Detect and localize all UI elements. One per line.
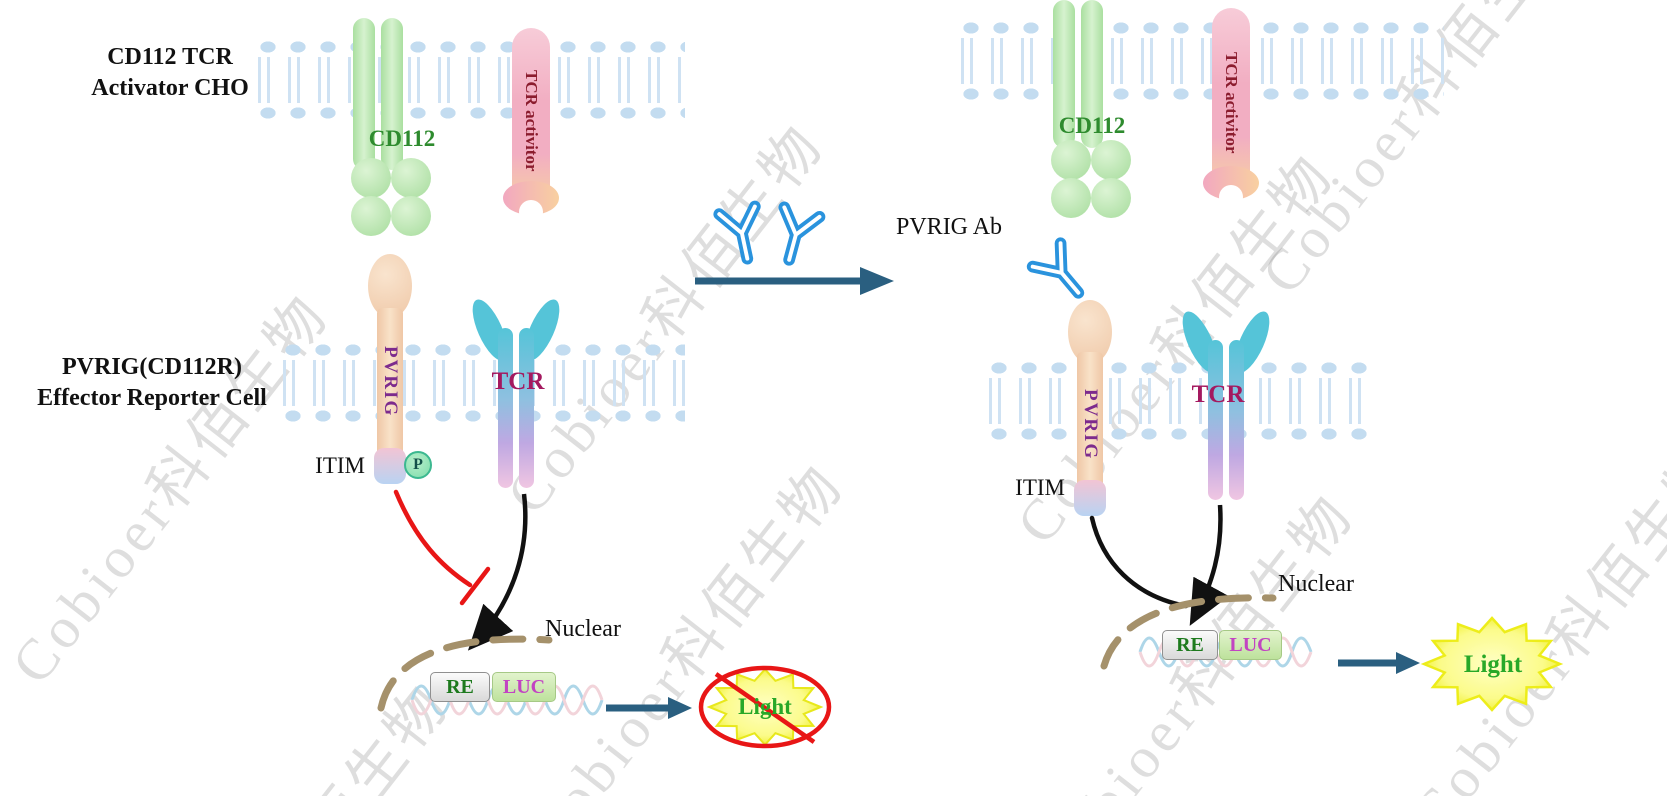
tcr-chain [1229, 340, 1244, 500]
tcr-signal-arrow [467, 493, 528, 651]
phospho-circle: P [404, 451, 432, 479]
pvrig-label: PVRIG [380, 346, 401, 418]
tcr-activator-protein: TCR activitor [1203, 8, 1259, 200]
tcr-chain [519, 328, 534, 488]
re-element-box: RE [430, 672, 490, 702]
tcr-label: TCR [491, 368, 545, 395]
cd112-stalk [381, 18, 403, 170]
itim-signal-line [1089, 515, 1189, 609]
cd112-domain [391, 158, 431, 198]
tcr-activator-label: TCR activitor [1222, 52, 1241, 154]
watermark-text: Cobioer科佰生物 [107, 663, 465, 796]
watermark-text: Cobioer科佰生物 [0, 281, 342, 696]
cd112-stalk [353, 18, 375, 170]
luc-gene-box: LUC [492, 672, 556, 702]
tcr-receptor [472, 299, 560, 488]
activator-cell-label-line1: CD112 TCR [107, 44, 233, 70]
tcr-activator-label: TCR activitor [522, 69, 541, 172]
cd112-domain [1051, 140, 1091, 180]
effector-cell-membrane-left [278, 340, 685, 426]
cd112-domain [1091, 178, 1131, 218]
result-arrowhead [1396, 652, 1420, 674]
pvrig-ab-label: PVRIG Ab [896, 214, 1003, 240]
tcr-receptor [1182, 311, 1270, 500]
activator-cell-label-line2: Activator CHO [91, 75, 249, 102]
itim-inhibition-bar [459, 566, 491, 606]
itim-domain [1074, 480, 1106, 516]
tcr-activator-protein: TCR activitor [503, 28, 559, 215]
transition-arrowhead [860, 267, 894, 295]
nuclear-label: Nuclear [545, 616, 621, 642]
tcr-chain [498, 328, 513, 488]
re-element-box: RE [1162, 630, 1218, 660]
effector-cell-label-line1: PVRIG(CD112R) [62, 354, 242, 380]
cd112-domain [391, 196, 431, 236]
cd112-label: CD112 [1058, 113, 1126, 138]
cd112-domain [351, 158, 391, 198]
pvrig-stalk: PVRIG [377, 308, 403, 456]
itim-domain [374, 448, 406, 484]
cd112-stalk [1081, 0, 1103, 148]
luc-gene-box: LUC [1219, 630, 1282, 660]
effector-cell-label: PVRIG(CD112R) Effector Reporter Cell [22, 352, 282, 414]
itim-inhibition-line [393, 489, 473, 588]
tcr-label: TCR [1191, 381, 1245, 408]
cho-cell-membrane-right [956, 18, 1444, 104]
pvrig-head [368, 254, 412, 318]
effector-cell-membrane-right [984, 358, 1372, 444]
pvrig-label: PVRIG [1080, 389, 1101, 461]
cho-cell-membrane-left [253, 37, 685, 123]
watermark-text: Cobioer科佰生物 [1398, 431, 1667, 796]
itim-label: ITIM [315, 453, 365, 478]
itim-label: ITIM [1015, 475, 1065, 500]
antibody-icon [1033, 243, 1093, 304]
activator-cell-label: CD112 TCR Activator CHO [50, 42, 290, 104]
light-label: Light [738, 694, 792, 719]
light-label: Light [1463, 651, 1523, 678]
nuclear-label: Nuclear [1278, 571, 1354, 597]
tcr-chain [1208, 340, 1223, 500]
cd112-domain [351, 196, 391, 236]
cd112-domain [1091, 140, 1131, 180]
cd112-label: CD112 [368, 126, 436, 151]
cd112-domain [1051, 178, 1091, 218]
effector-cell-label-line2: Effector Reporter Cell [37, 385, 267, 412]
cd112-stalk [1053, 0, 1075, 148]
pvrig-stalk: PVRIG [1077, 352, 1103, 498]
